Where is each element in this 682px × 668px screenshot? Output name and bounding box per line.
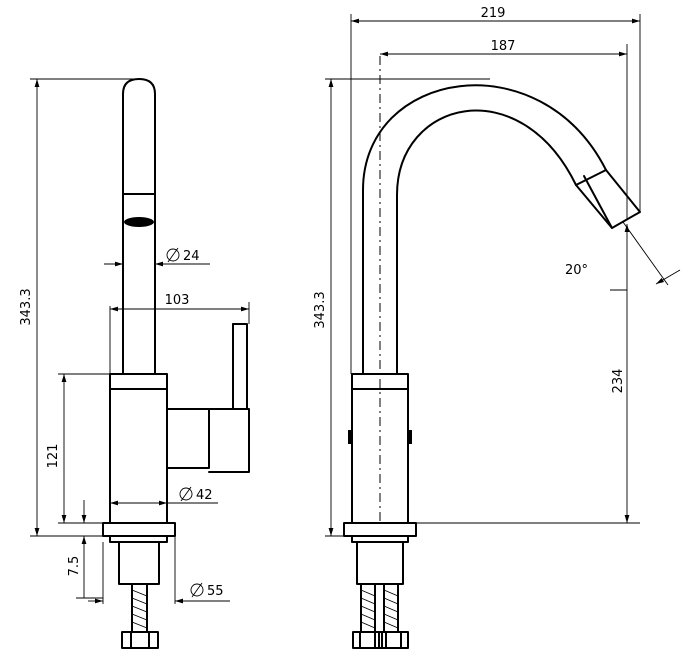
overall-width-label: 219 [481, 6, 506, 21]
base-diameter-dimension: 55 [190, 582, 224, 599]
front-faucet-outline [343, 84, 641, 649]
body-diameter-dimension: 42 [179, 486, 213, 503]
side-dimension-labels: 343.3 121 7.5 24 103 42 55 [19, 247, 224, 599]
side-view: 343.3 121 7.5 24 103 42 55 [19, 78, 250, 649]
outlet-height-label: 234 [611, 369, 626, 394]
spout-diameter-dimension: 24 [166, 247, 200, 264]
side-height-total-label: 343.3 [19, 288, 34, 325]
side-base-thickness-label: 7.5 [67, 556, 82, 577]
side-body-height-label: 121 [46, 444, 61, 469]
base-diameter-label: 55 [207, 584, 224, 599]
front-height-total-label: 343.3 [313, 291, 328, 328]
front-view: 219 187 343.3 234 20° [313, 6, 681, 649]
front-dimension-labels: 219 187 343.3 234 20° [313, 6, 626, 393]
front-dimension-lines [325, 14, 681, 537]
side-dimension-lines [30, 78, 250, 604]
spout-diameter-label: 24 [183, 249, 200, 264]
spout-reach-label: 187 [491, 39, 516, 54]
body-diameter-label: 42 [196, 488, 213, 503]
outlet-angle-label: 20° [565, 263, 588, 278]
side-faucet-outline [102, 78, 250, 649]
handle-reach-label: 103 [165, 293, 190, 308]
